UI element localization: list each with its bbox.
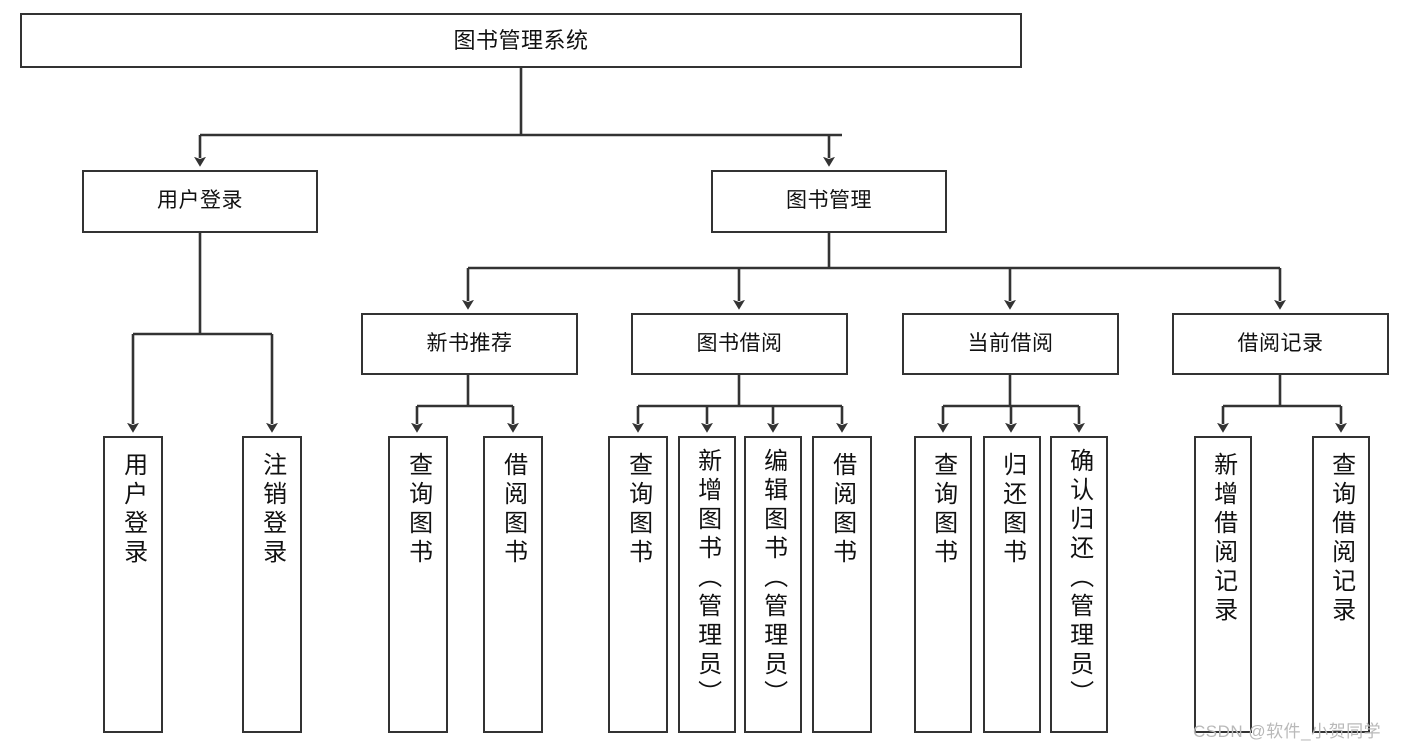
node-label: 查询借阅记录 (1327, 452, 1355, 626)
leaf-user-login-login[interactable]: 用户登录 (103, 436, 163, 733)
csdn-watermark: CSDN @软件_小贺同学 (1193, 722, 1382, 741)
node-label: 查询图书 (929, 452, 957, 568)
node-label: 用户登录 (119, 452, 147, 568)
node-root-system[interactable]: 图书管理系统 (20, 13, 1022, 68)
node-label: 图书管理 (786, 189, 872, 213)
node-new-book-recommend[interactable]: 新书推荐 (361, 313, 578, 375)
node-label: 新书推荐 (426, 331, 513, 355)
leaf-new-book-query[interactable]: 查询图书 (388, 436, 448, 733)
node-label: 用户登录 (157, 189, 243, 213)
node-label: 借阅图书 (499, 452, 527, 568)
leaf-user-login-logout[interactable]: 注销登录 (242, 436, 302, 733)
leaf-book-borrow-edit[interactable]: 编辑图书（管理员） (744, 436, 802, 733)
leaf-new-book-borrow[interactable]: 借阅图书 (483, 436, 543, 733)
leaf-current-borrow-query[interactable]: 查询图书 (914, 436, 972, 733)
leaf-current-borrow-confirm-return[interactable]: 确认归还（管理员） (1050, 436, 1108, 733)
node-borrow-record[interactable]: 借阅记录 (1172, 313, 1389, 375)
node-label: 图书借阅 (696, 331, 783, 355)
node-label: 编辑图书（管理员） (759, 448, 787, 709)
node-user-login[interactable]: 用户登录 (82, 170, 318, 233)
leaf-book-borrow-query[interactable]: 查询图书 (608, 436, 668, 733)
leaf-borrow-record-add[interactable]: 新增借阅记录 (1194, 436, 1252, 733)
node-label: 归还图书 (998, 452, 1026, 568)
node-label: 确认归还（管理员） (1065, 448, 1093, 709)
node-label: 新增图书（管理员） (693, 448, 721, 709)
node-label: 当前借阅 (967, 331, 1054, 355)
node-label: 图书管理系统 (453, 27, 589, 53)
node-label: 借阅记录 (1237, 331, 1324, 355)
node-label: 查询图书 (624, 452, 652, 568)
leaf-book-borrow-add[interactable]: 新增图书（管理员） (678, 436, 736, 733)
leaf-borrow-record-query[interactable]: 查询借阅记录 (1312, 436, 1370, 733)
node-label: 注销登录 (258, 452, 286, 568)
node-label: 借阅图书 (828, 452, 856, 568)
node-book-management[interactable]: 图书管理 (711, 170, 947, 233)
leaf-current-borrow-return[interactable]: 归还图书 (983, 436, 1041, 733)
node-book-borrow[interactable]: 图书借阅 (631, 313, 848, 375)
node-current-borrow[interactable]: 当前借阅 (902, 313, 1119, 375)
node-label: 新增借阅记录 (1209, 452, 1237, 626)
leaf-book-borrow-borrow[interactable]: 借阅图书 (812, 436, 872, 733)
node-label: 查询图书 (404, 452, 432, 568)
